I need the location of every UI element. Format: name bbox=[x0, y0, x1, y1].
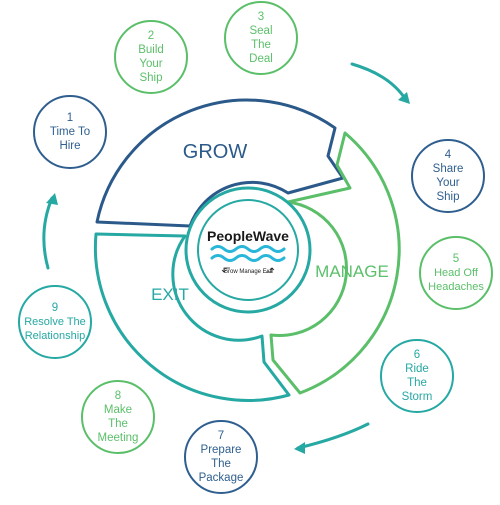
phase-label-exit: EXIT bbox=[151, 285, 189, 304]
step-7-prepare-the-package: 7 Prepare The Package bbox=[184, 420, 258, 494]
step-number: 4 bbox=[444, 149, 452, 161]
step-label: Head Off Headaches bbox=[428, 267, 484, 293]
brand-tagline: Grow Manage Exit bbox=[223, 269, 273, 275]
arrowhead-left-icon bbox=[46, 193, 58, 205]
step-label: Share Your Ship bbox=[432, 163, 464, 203]
step-4-share-your-ship: 4 Share Your Ship bbox=[411, 139, 485, 213]
grow-segment bbox=[95, 98, 345, 228]
arrowhead-top-right-icon bbox=[398, 92, 410, 104]
phase-label-manage: MANAGE bbox=[315, 262, 389, 281]
step-number: 5 bbox=[452, 253, 460, 265]
step-number: 7 bbox=[217, 430, 225, 442]
step-number: 8 bbox=[114, 390, 122, 402]
brand-name: PeopleWave bbox=[207, 228, 289, 244]
step-number: 6 bbox=[413, 349, 421, 361]
tagline-arrow-left-icon bbox=[221, 267, 230, 273]
phase-label-grow: GROW bbox=[183, 141, 248, 163]
step-label: Seal The Deal bbox=[249, 25, 273, 65]
step-label: Prepare The Package bbox=[198, 444, 244, 484]
arrow-bottom-icon bbox=[296, 422, 370, 450]
step-1-time-to-hire: 1 Time To Hire bbox=[33, 95, 107, 169]
step-label: Resolve The Relationship bbox=[24, 316, 86, 342]
step-2-build-your-ship: 2 Build Your Ship bbox=[114, 20, 188, 94]
step-label: Ride The Storm bbox=[401, 363, 433, 403]
wave-logo bbox=[210, 245, 286, 262]
step-3-seal-the-deal: 3 Seal The Deal bbox=[224, 1, 298, 75]
exit-segment bbox=[93, 232, 291, 402]
tagline-arrow-right-icon bbox=[266, 267, 275, 273]
manage-segment bbox=[269, 131, 401, 395]
step-number: 9 bbox=[51, 302, 59, 314]
step-label: Make The Meeting bbox=[97, 404, 139, 444]
arrow-left-icon bbox=[42, 196, 54, 270]
step-number: 2 bbox=[147, 30, 155, 42]
arrow-top-right-icon bbox=[350, 62, 408, 102]
step-8-make-the-meeting: 8 Make The Meeting bbox=[81, 380, 155, 454]
step-number: 3 bbox=[257, 11, 265, 23]
step-6-ride-the-storm: 6 Ride The Storm bbox=[380, 339, 454, 413]
arrowhead-bottom-icon bbox=[294, 442, 305, 454]
step-9-resolve-the-relationship: 9 Resolve The Relationship bbox=[18, 285, 92, 359]
step-number: 1 bbox=[66, 112, 74, 124]
step-5-head-off-headaches: 5 Head Off Headaches bbox=[419, 236, 493, 310]
step-label: Time To Hire bbox=[49, 126, 91, 152]
step-label: Build Your Ship bbox=[138, 44, 164, 84]
